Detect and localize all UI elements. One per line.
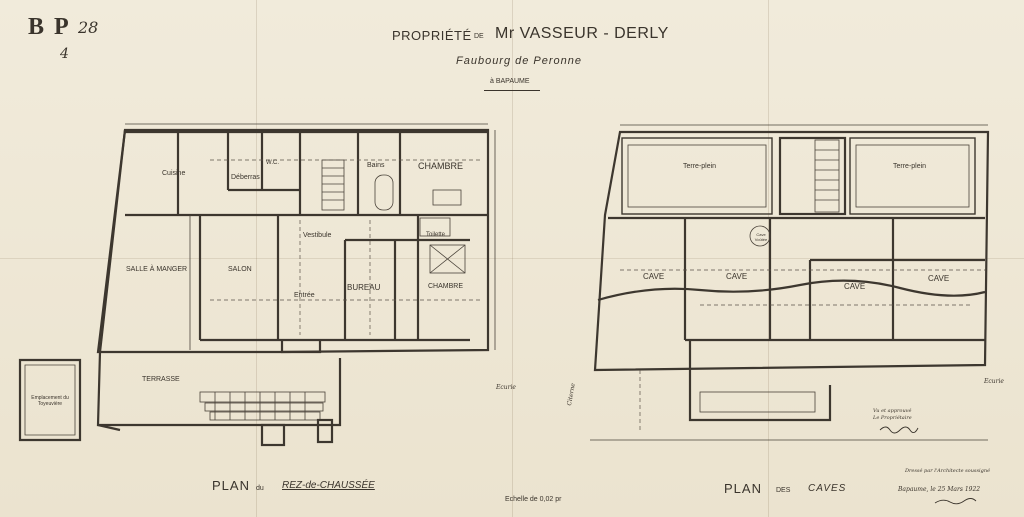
fold-line bbox=[0, 258, 1024, 259]
caption-du: du bbox=[256, 485, 264, 492]
room-terre-plein-right: Terre-plein bbox=[893, 163, 927, 170]
note-approved: Vu et approuvé bbox=[873, 408, 912, 414]
room-cave-2: CAVE bbox=[726, 272, 748, 281]
fold-line bbox=[512, 0, 513, 517]
room-chambre-bottom: CHAMBRE bbox=[428, 283, 464, 290]
room-cave-1: CAVE bbox=[643, 272, 665, 281]
fold-line bbox=[768, 0, 769, 517]
caption-plan-right: PLAN bbox=[724, 481, 762, 496]
title-underline bbox=[484, 90, 540, 91]
plan-rez-de-chaussee bbox=[18, 123, 496, 447]
room-toilette: Toilette bbox=[426, 232, 446, 238]
area-emplacement: Emplacement du Toyeuvière bbox=[31, 395, 69, 407]
title-de: DE bbox=[474, 33, 484, 40]
caption-caves: CAVES bbox=[808, 483, 847, 494]
room-cave-3: CAVE bbox=[844, 282, 866, 291]
title-owner: Mr VASSEUR - DERLY bbox=[495, 25, 669, 42]
fold-line bbox=[256, 0, 257, 517]
subtitle-location: à BAPAUME bbox=[490, 78, 530, 85]
room-salle-a-manger: SALLE À MANGER bbox=[126, 266, 188, 273]
label-ecurie-left: Ecurie bbox=[496, 384, 516, 391]
title-propriete: PROPRIÉTÉ bbox=[392, 28, 472, 43]
reference-code: B P bbox=[28, 14, 71, 40]
room-chambre-top: CHAMBRE bbox=[418, 161, 464, 171]
room-terre-plein-left: Terre-plein bbox=[683, 163, 717, 170]
subtitle-faubourg: Faubourg de Peronne bbox=[456, 55, 583, 67]
caption-rez-de-chaussee: REZ-de-CHAUSSÉE bbox=[282, 480, 375, 491]
plan-caves bbox=[590, 124, 990, 441]
room-salon: SALON bbox=[228, 266, 252, 273]
caption-des: DES bbox=[776, 487, 791, 494]
room-cuisine: Cuisine bbox=[162, 170, 186, 177]
room-cave-4: CAVE bbox=[928, 274, 950, 283]
note-drawn-by: Dressé par l'Architecte soussigné bbox=[905, 468, 991, 474]
room-vestibule: Vestibule bbox=[303, 232, 332, 239]
area-terrasse: TERRASSE bbox=[142, 376, 180, 383]
reference-number: 28 bbox=[78, 18, 99, 37]
reference-sub: 4 bbox=[60, 46, 69, 62]
room-deberras: Déberras bbox=[231, 174, 260, 181]
label-ecurie-right: Ecurie bbox=[984, 378, 1004, 385]
scale-note: Echelle de 0,02 pr bbox=[505, 496, 562, 503]
caption-plan-left: PLAN bbox=[212, 478, 250, 493]
room-cave-voutee: Cave Voûtée bbox=[754, 232, 768, 242]
room-entree: Entrée bbox=[294, 292, 315, 299]
room-bains: Bains bbox=[367, 162, 385, 169]
room-wc: W.C. bbox=[266, 160, 279, 166]
note-approved-owner: Le Propriétaire bbox=[873, 415, 912, 421]
room-bureau: BUREAU bbox=[347, 283, 381, 292]
note-date: Bapaume, le 25 Mars 1922 bbox=[898, 486, 981, 493]
